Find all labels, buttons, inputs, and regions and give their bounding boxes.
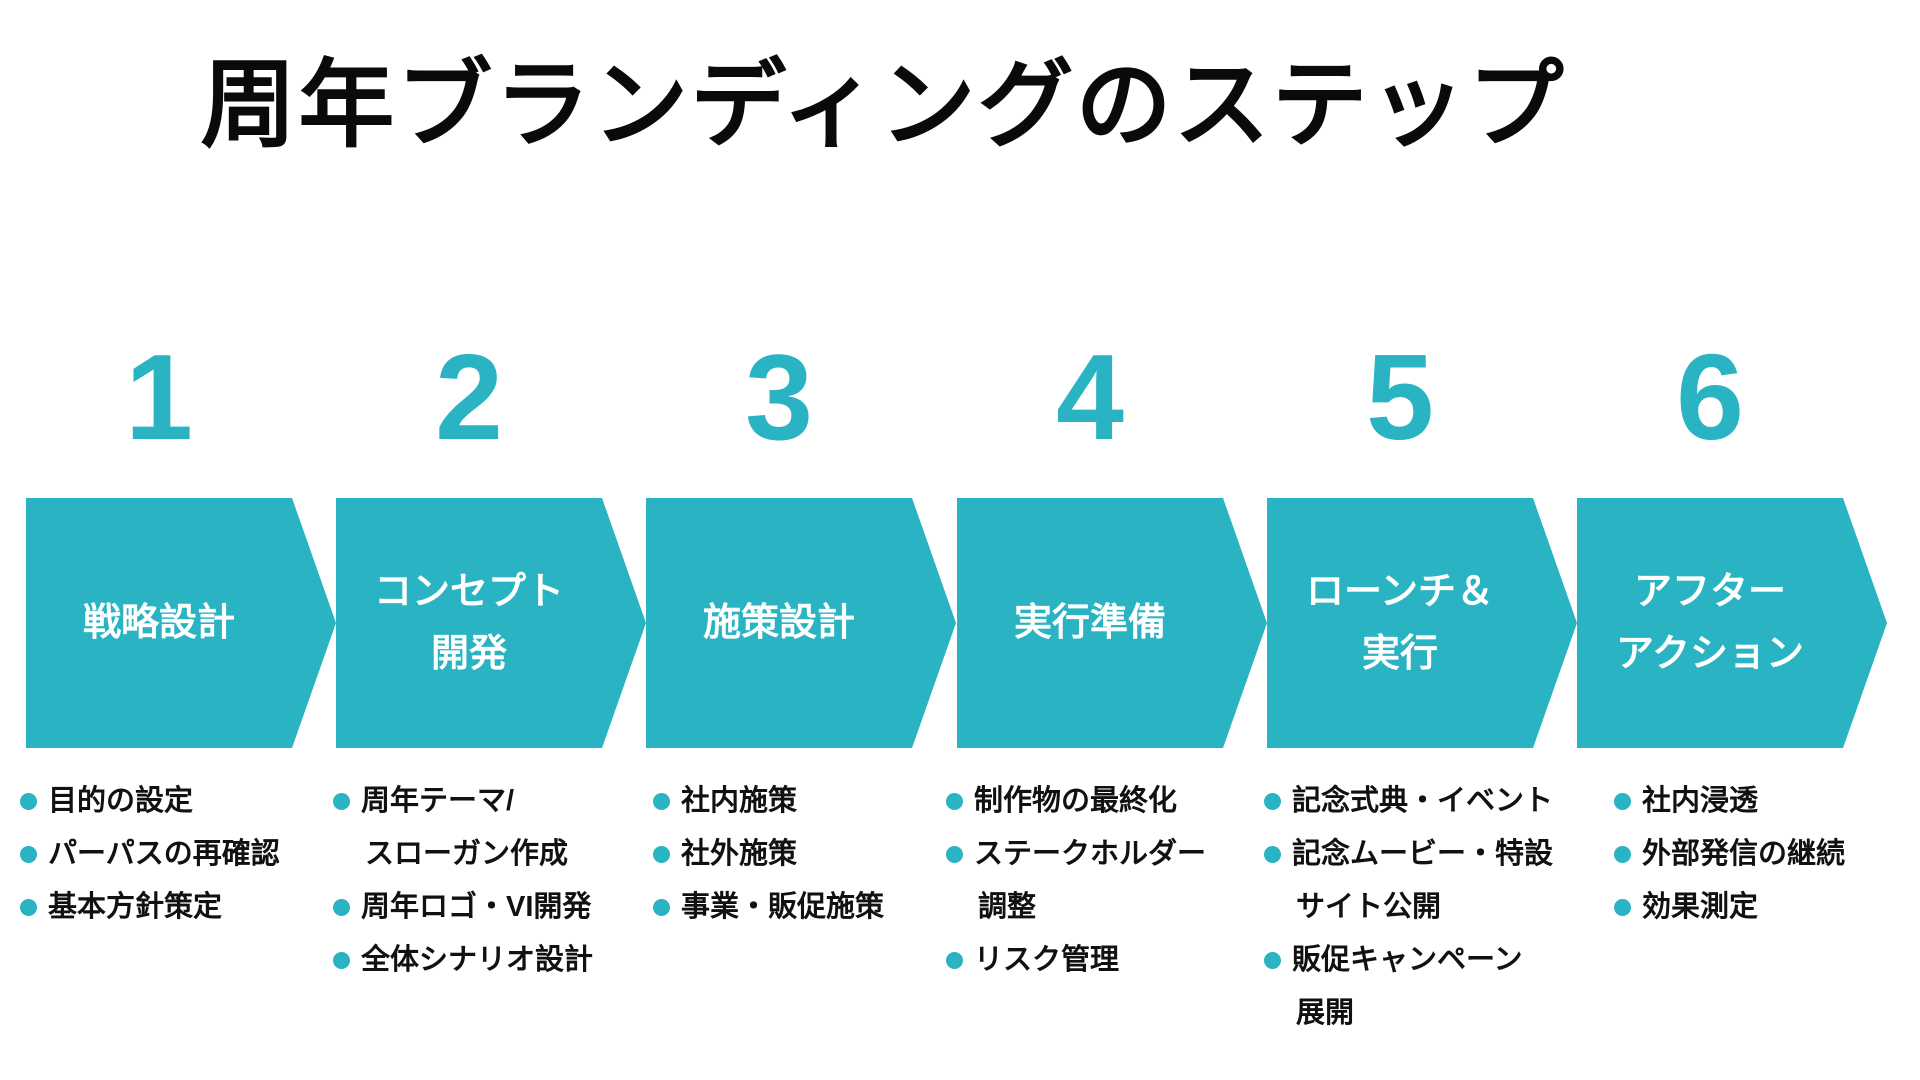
step-number: 6 [1676, 329, 1744, 465]
bullet-item: 基本方針策定 [20, 881, 280, 934]
bullet-dot-icon [333, 952, 350, 969]
step-arrow: アフターアクション [1577, 498, 1887, 748]
bullet-list: 社内施策社外施策事業・販促施策 [653, 775, 884, 934]
step-arrow-label: 実行準備 [957, 498, 1223, 748]
bullet-text: 社内浸透 [1614, 775, 1845, 828]
bullet-item: 記念式典・イベント [1264, 775, 1553, 828]
step-number: 5 [1366, 329, 1434, 465]
bullet-text: 効果測定 [1614, 881, 1845, 934]
bullet-item: 事業・販促施策 [653, 881, 884, 934]
page-title: 周年ブランディングのステップ [200, 52, 1566, 159]
bullet-item: 社内浸透 [1614, 775, 1845, 828]
bullet-item: 外部発信の継続 [1614, 828, 1845, 881]
bullet-dot-icon [333, 793, 350, 810]
step-arrow: 施策設計 [646, 498, 956, 748]
bullet-item: 効果測定 [1614, 881, 1845, 934]
bullet-text: 社内施策 [653, 775, 884, 828]
bullet-item: 制作物の最終化 [946, 775, 1206, 828]
bullet-text: 記念ムービー・特設 [1264, 828, 1553, 881]
bullet-text: 基本方針策定 [20, 881, 280, 934]
step-arrow-label-line: アクション [1615, 633, 1805, 675]
bullet-text: 外部発信の継続 [1614, 828, 1845, 881]
bullet-item: 販促キャンペーン展開 [1264, 934, 1553, 1040]
bullet-text: 販促キャンペーン [1264, 934, 1553, 987]
step-arrow-label-line: 実行準備 [1013, 602, 1166, 644]
bullet-text: スローガン作成 [365, 838, 569, 870]
bullet-text: 調整 [978, 891, 1037, 923]
bullet-text: 記念式典・イベント [1264, 775, 1553, 828]
bullet-dot-icon [20, 899, 37, 916]
bullet-dot-icon [1614, 793, 1631, 810]
bullet-dot-icon [1264, 793, 1281, 810]
bullet-text: 周年テーマ/ [333, 775, 593, 828]
step-arrow-label: 戦略設計 [26, 498, 292, 748]
step-arrow: コンセプト開発 [336, 498, 646, 748]
bullet-dot-icon [1264, 846, 1281, 863]
bullet-dot-icon [1264, 952, 1281, 969]
bullet-item: 全体シナリオ設計 [333, 934, 593, 987]
bullet-dot-icon [946, 952, 963, 969]
step-number: 3 [745, 329, 813, 465]
bullet-dot-icon [653, 846, 670, 863]
bullet-list: 目的の設定パーパスの再確認基本方針策定 [20, 775, 280, 934]
bullet-dot-icon [333, 899, 350, 916]
bullet-item: 記念ムービー・特設サイト公開 [1264, 828, 1553, 934]
bullet-item: パーパスの再確認 [20, 828, 280, 881]
step-arrow-label: コンセプト開発 [336, 498, 602, 748]
step-arrow-label-line: 戦略設計 [82, 602, 235, 644]
bullet-item: リスク管理 [946, 934, 1206, 987]
step-arrow-label-line: ローンチ＆ [1305, 571, 1495, 613]
step-arrow-label-line: 開発 [430, 633, 507, 675]
bullet-item: ステークホルダー調整 [946, 828, 1206, 934]
step-arrow-label: 施策設計 [646, 498, 912, 748]
bullet-list: 周年テーマ/スローガン作成周年ロゴ・VI開発全体シナリオ設計 [333, 775, 593, 987]
step-arrow: 実行準備 [957, 498, 1267, 748]
bullet-dot-icon [1614, 899, 1631, 916]
step-arrow-label: ローンチ＆ 実行 [1267, 498, 1533, 748]
bullet-dot-icon [946, 846, 963, 863]
bullet-item: 周年ロゴ・VI開発 [333, 881, 593, 934]
bullet-list: 制作物の最終化ステークホルダー調整リスク管理 [946, 775, 1206, 987]
bullet-text: 展開 [1296, 997, 1355, 1029]
bullet-dot-icon [1614, 846, 1631, 863]
step-arrow-label-line: アフター [1633, 571, 1786, 613]
bullet-item: 目的の設定 [20, 775, 280, 828]
bullet-text: サイト公開 [1296, 891, 1442, 923]
bullet-text: 全体シナリオ設計 [333, 934, 593, 987]
bullet-text: パーパスの再確認 [20, 828, 280, 881]
step-number: 4 [1056, 329, 1124, 465]
step-arrow: ローンチ＆ 実行 [1267, 498, 1577, 748]
bullet-item: 社内施策 [653, 775, 884, 828]
bullet-text: リスク管理 [946, 934, 1206, 987]
step-arrow-label-line: 施策設計 [702, 602, 855, 644]
step-arrow-label: アフターアクション [1577, 498, 1843, 748]
step-number: 1 [125, 329, 193, 465]
bullet-text: 社外施策 [653, 828, 884, 881]
bullet-dot-icon [20, 846, 37, 863]
bullet-text: 目的の設定 [20, 775, 280, 828]
bullet-text: ステークホルダー [946, 828, 1206, 881]
bullet-dot-icon [653, 793, 670, 810]
bullet-text: 制作物の最終化 [946, 775, 1206, 828]
bullet-dot-icon [20, 793, 37, 810]
bullet-item: 社外施策 [653, 828, 884, 881]
bullet-item: 周年テーマ/スローガン作成 [333, 775, 593, 881]
bullet-list: 記念式典・イベント記念ムービー・特設サイト公開販促キャンペーン展開 [1264, 775, 1553, 1040]
bullet-dot-icon [653, 899, 670, 916]
bullet-text: 事業・販促施策 [653, 881, 884, 934]
step-arrow-label-line: 実行 [1361, 633, 1438, 675]
step-number: 2 [435, 329, 503, 465]
step-arrow: 戦略設計 [26, 498, 336, 748]
bullet-list: 社内浸透外部発信の継続効果測定 [1614, 775, 1845, 934]
step-arrow-label-line: コンセプト [373, 571, 564, 613]
bullet-dot-icon [946, 793, 963, 810]
bullet-text: 周年ロゴ・VI開発 [333, 881, 593, 934]
